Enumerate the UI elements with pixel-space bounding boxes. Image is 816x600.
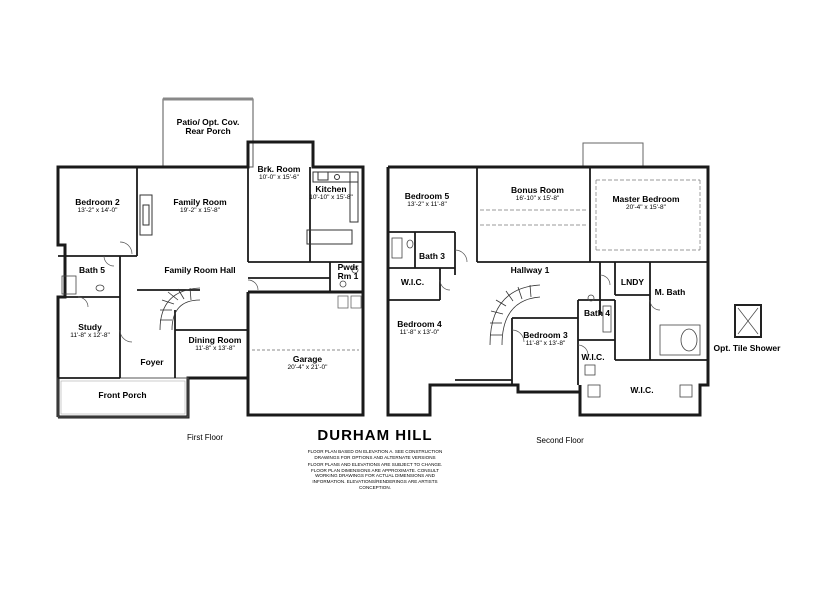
foyer-label: Foyer bbox=[140, 357, 164, 367]
second-floor-caption: Second Floor bbox=[536, 436, 584, 445]
bath5-label: Bath 5 bbox=[79, 265, 105, 275]
family-room-hall-label: Family Room Hall bbox=[164, 265, 236, 275]
first-floor-bath-fixtures bbox=[61, 266, 359, 295]
second-floor-plan bbox=[386, 142, 710, 417]
opt-tile-shower-drawing bbox=[734, 304, 762, 338]
first-floor-plan bbox=[56, 97, 365, 419]
plan-note-1: FLOOR PLAN BASED ON ELEVATION A. SEE CON… bbox=[307, 449, 443, 460]
second-floor-exterior-walls bbox=[386, 165, 710, 417]
first-floor-caption: First Floor bbox=[187, 433, 223, 442]
second-floor-doors bbox=[439, 249, 661, 356]
first-floor-stairs bbox=[159, 287, 201, 331]
wic-small-label: W.I.C. bbox=[581, 352, 605, 362]
family-room-fireplace bbox=[139, 194, 153, 236]
bath4-label: Bath 4 bbox=[584, 308, 610, 318]
second-floor-interior-walls bbox=[388, 167, 708, 385]
first-floor-interior-walls bbox=[58, 167, 363, 379]
plan-note-2: FLOOR PLANS AND ELEVATIONS ARE SUBJECT T… bbox=[307, 462, 443, 490]
wic-master-label: W.I.C. bbox=[630, 385, 654, 395]
opt-tile-shower-label: Opt. Tile Shower bbox=[713, 343, 781, 353]
front-porch-label: Front Porch bbox=[98, 390, 147, 400]
first-floor-doors bbox=[77, 241, 259, 343]
lndy-label: LNDY bbox=[620, 277, 645, 287]
plan-title: DURHAM HILL bbox=[317, 427, 433, 444]
wic-left-label: W.I.C. bbox=[400, 277, 425, 287]
front-porch-outline bbox=[57, 377, 189, 418]
hallway1-label: Hallway 1 bbox=[510, 265, 550, 275]
bath3-label: Bath 3 bbox=[419, 251, 445, 261]
balcony-outline bbox=[582, 142, 644, 168]
patio-label: Patio/ Opt. Cov.Rear Porch bbox=[176, 117, 240, 137]
bonus-room-slope-lines bbox=[480, 179, 701, 251]
kitchen-counters bbox=[306, 171, 359, 245]
second-floor-bath-fixtures bbox=[391, 237, 701, 398]
garage-details bbox=[252, 295, 362, 351]
second-floor-stairs bbox=[489, 284, 541, 346]
m-bath-label: M. Bath bbox=[654, 287, 686, 297]
